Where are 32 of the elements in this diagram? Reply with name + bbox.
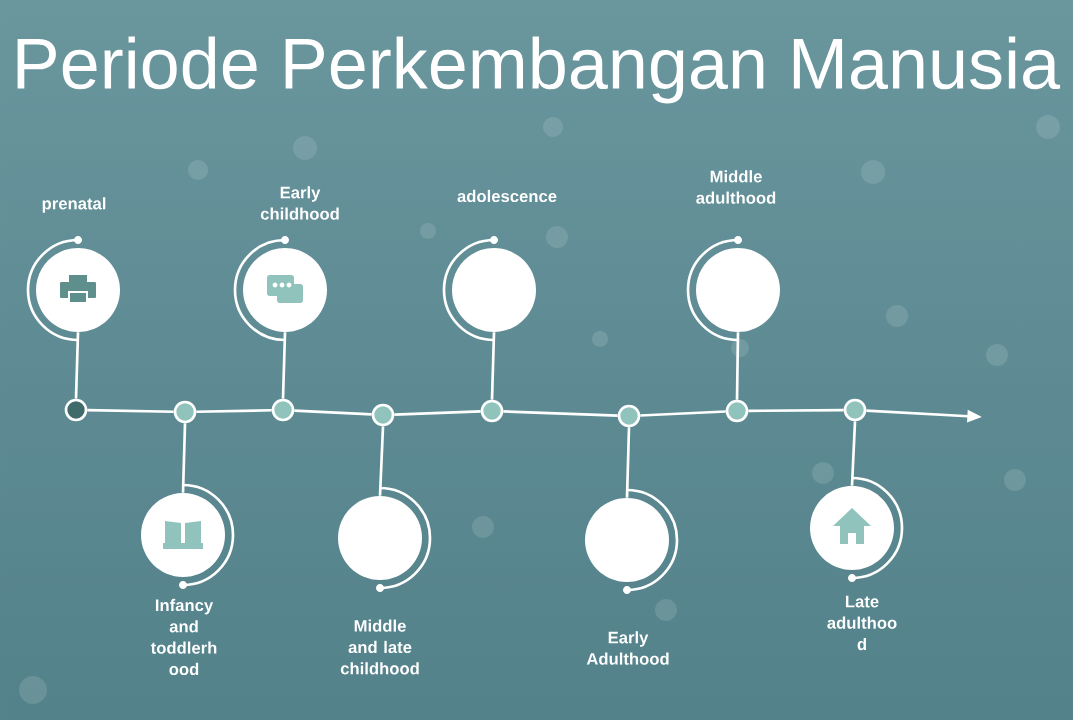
timeline-line xyxy=(196,408,272,414)
stage-label: Middle adulthood xyxy=(696,170,776,204)
timeline-dot xyxy=(617,404,641,428)
timeline-dot xyxy=(64,398,88,422)
timeline-dot xyxy=(480,399,504,423)
timeline-line xyxy=(294,409,372,416)
connector-line xyxy=(850,421,857,486)
timeline-dot xyxy=(725,399,749,423)
stage-label: Early Adulthood xyxy=(586,631,669,665)
timeline-line xyxy=(640,410,726,417)
timeline-line xyxy=(394,410,481,416)
title: Periode Perkembangan Manusia xyxy=(17,36,1061,104)
timeline-line xyxy=(87,408,174,414)
connector-line xyxy=(74,332,80,399)
stage-label: adolescence xyxy=(457,189,557,203)
connector-line xyxy=(490,332,496,400)
timeline-line xyxy=(503,410,618,417)
connector-line xyxy=(378,426,385,496)
connector-line xyxy=(735,332,740,400)
stage-label: Late adulthoo d xyxy=(827,595,897,651)
timeline-dot xyxy=(843,398,867,422)
stage-label: Infancy and toddlerh ood xyxy=(150,598,217,676)
stage-label: Middle and late childhood xyxy=(340,619,419,675)
timeline-line xyxy=(748,408,844,413)
connector-line xyxy=(281,332,287,399)
timeline-dot xyxy=(271,398,295,422)
stage-label: prenatal xyxy=(42,197,106,213)
timeline-dot xyxy=(371,403,395,427)
connector-line xyxy=(625,427,631,498)
stage-label: Early childhood xyxy=(260,186,339,220)
timeline-dot xyxy=(173,400,197,424)
connector-line xyxy=(181,423,187,493)
